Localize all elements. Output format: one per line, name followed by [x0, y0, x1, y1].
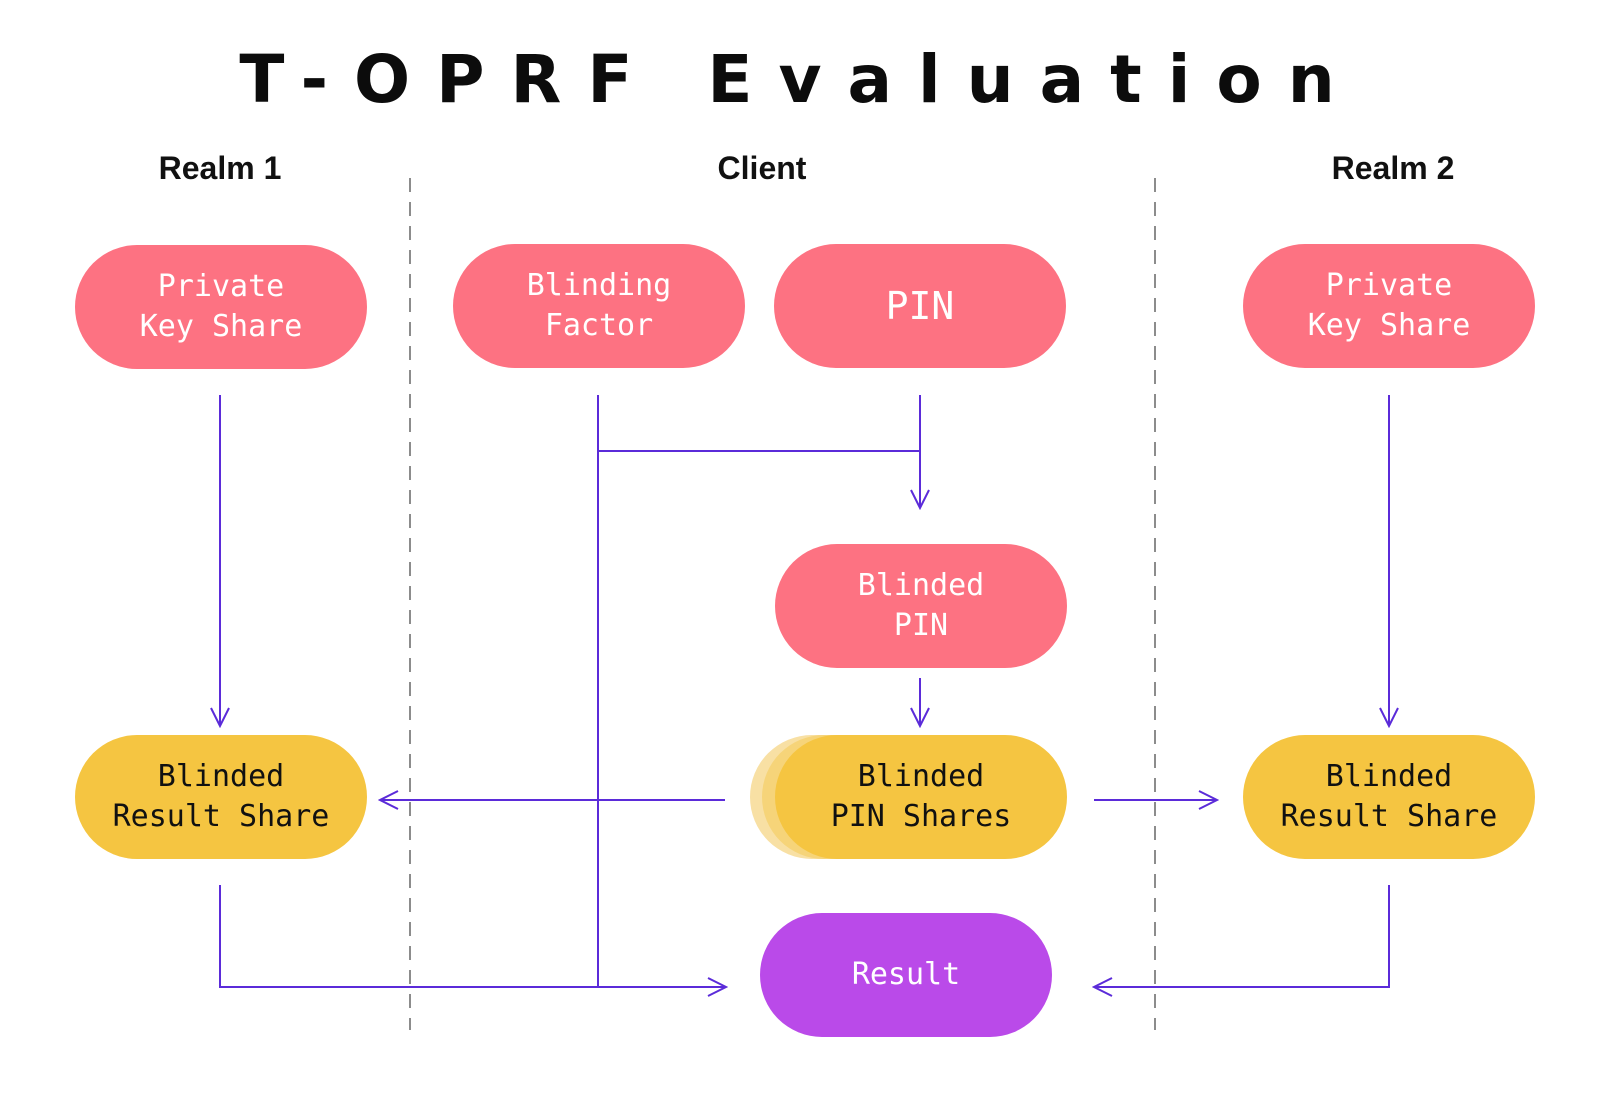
column-header-realm-2: Realm 2 [1331, 150, 1455, 186]
blinding-factor-node: Blinding Factor [453, 244, 745, 368]
blinded-pin-shares-node: Blinded PIN Shares [775, 735, 1067, 859]
realm2-private-key-share-node: Private Key Share [1243, 244, 1535, 368]
realm1-blinded-result-share-node: Blinded Result Share [75, 735, 367, 859]
column-header-client: Client [717, 150, 807, 186]
diagram-title: T-OPRF Evaluation [239, 41, 1361, 118]
realm1-private-key-share-node: Private Key Share [75, 245, 367, 369]
pin-node: PIN [774, 244, 1066, 368]
arrow-realm2-share-to-result [1094, 885, 1390, 987]
arrow-realm1-share-to-result [219, 885, 726, 987]
realm2-blinded-result-share-node: Blinded Result Share [1243, 735, 1535, 859]
blinded-pin-node: Blinded PIN [775, 544, 1067, 668]
result-node: Result [760, 913, 1052, 1037]
column-header-realm-1: Realm 1 [158, 150, 282, 186]
